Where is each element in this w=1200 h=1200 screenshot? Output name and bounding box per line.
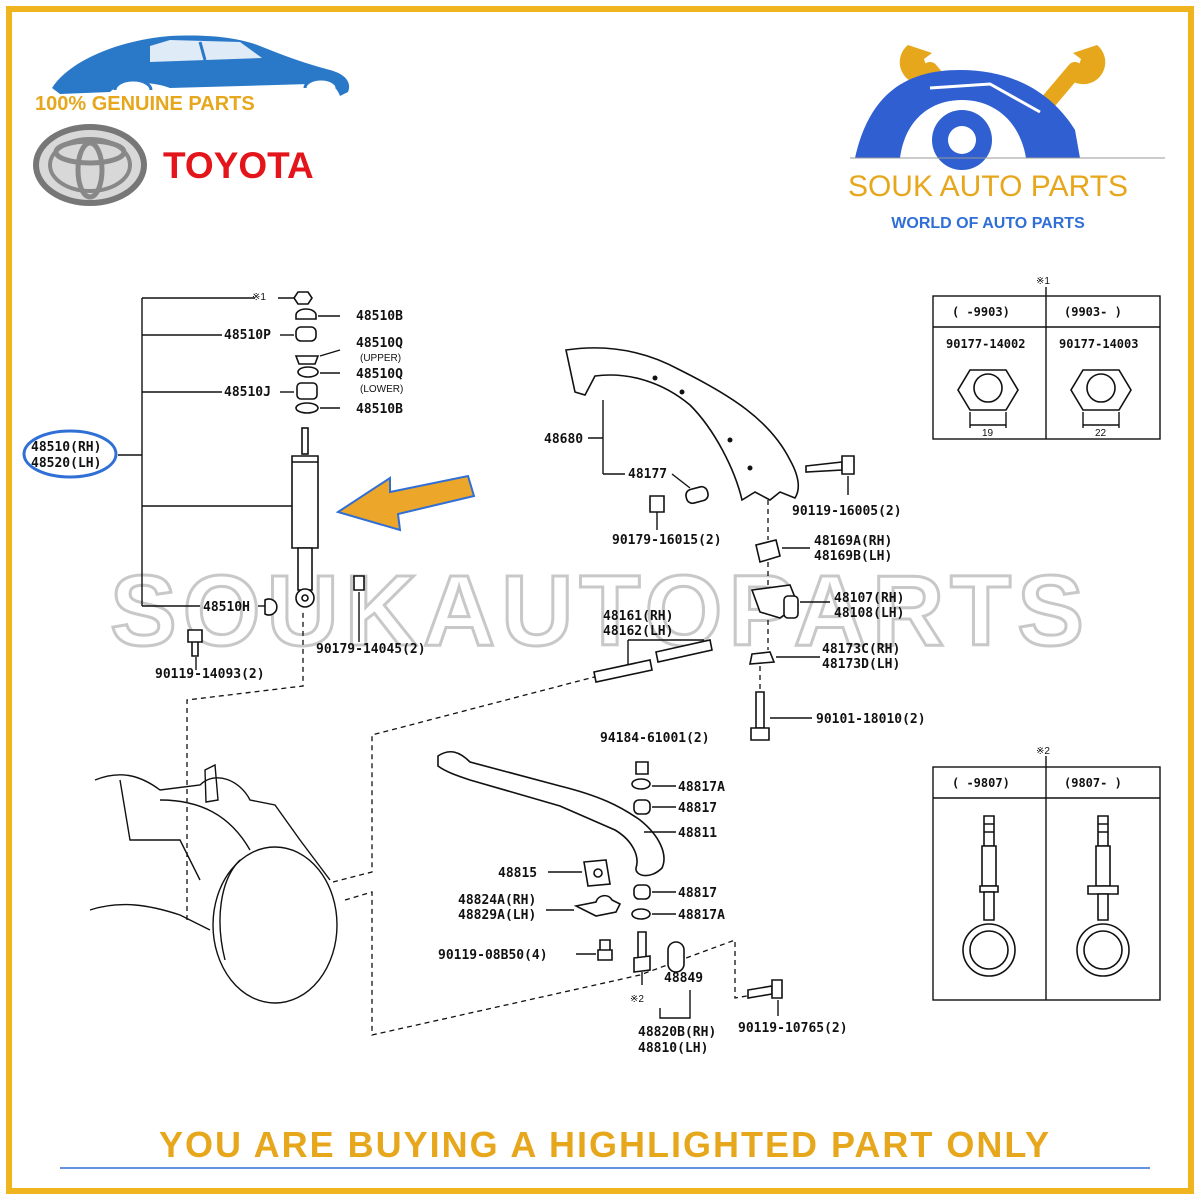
label-90119-08b50: 90119-08B50(4): [438, 948, 548, 963]
highlight-arrow-icon: [335, 474, 476, 532]
stabilizer-assembly: 94184-61001(2) 48817A 48817 48811 48815 …: [437, 731, 848, 1056]
label-48510p: 48510P: [224, 328, 271, 343]
label-48824a: 48824A(RH): [458, 893, 536, 908]
link-variant-table: ※2 ( -9807) (9807- ): [932, 746, 1161, 1001]
table2-col1-head: ( -9807): [952, 776, 1010, 790]
label-48817-top: 48817: [678, 801, 717, 816]
label-48510b-top: 48510B: [356, 309, 403, 324]
genuine-parts-text: 100% GENUINE PARTS: [35, 93, 255, 115]
label-48510q-upper: 48510Q: [356, 336, 403, 351]
label-48815: 48815: [498, 866, 537, 881]
label-90119-14093: 90119-14093(2): [155, 667, 265, 682]
label-48162: 48162(LH): [603, 624, 673, 639]
seller-name: SOUK AUTO PARTS: [848, 170, 1128, 203]
toyota-logo-icon: [33, 124, 147, 206]
car-silhouette-icon: [52, 35, 350, 96]
label-90179-14045: 90179-14045(2): [316, 642, 426, 657]
label-90119-10765: 90119-10765(2): [738, 1021, 848, 1036]
label-48680: 48680: [544, 432, 583, 447]
label-48173c: 48173C(RH): [822, 642, 900, 657]
table1-note: ※1: [1036, 276, 1050, 287]
label-lower: (LOWER): [360, 384, 403, 395]
label-48811: 48811: [678, 826, 717, 841]
table2-col2-head: (9807- ): [1064, 776, 1122, 790]
highlighted-part-rh: 48510(RH): [31, 440, 101, 455]
label-90119-16005: 90119-16005(2): [792, 504, 902, 519]
label-48817-bottom: 48817: [678, 886, 717, 901]
shock-absorber-assembly: 48510(RH) 48520(LH) ※1 48510B 48510P 485…: [22, 291, 426, 682]
nut-variant-table: ※1 ( -9903) (9903- ) 90177-14002 90177-1…: [932, 276, 1161, 440]
table1-col1-head: ( -9903): [952, 305, 1010, 319]
label-48820b: 48820B(RH): [638, 1025, 716, 1040]
label-48810: 48810(LH): [638, 1041, 708, 1056]
label-48169a: 48169A(RH): [814, 534, 892, 549]
footer-notice: YOU ARE BUYING A HIGHLIGHTED PART ONLY: [159, 1124, 1051, 1165]
label-48107: 48107(RH): [834, 591, 904, 606]
wheel-arch-icon: [855, 70, 1080, 170]
crossmember-assembly: 48680 48177 90179-16015(2) 90119-16005(2…: [544, 347, 926, 741]
note-1-mark: ※1: [252, 292, 266, 303]
label-upper: (UPPER): [360, 353, 401, 364]
label-48829a: 48829A(LH): [458, 908, 536, 923]
table1-col2-part: 90177-14003: [1059, 337, 1138, 351]
label-48510b-bottom: 48510B: [356, 402, 403, 417]
label-48173d: 48173D(LH): [822, 657, 900, 672]
label-48177: 48177: [628, 467, 667, 482]
label-48108: 48108(LH): [834, 606, 904, 621]
label-48169b: 48169B(LH): [814, 549, 892, 564]
gold-border: [6, 6, 1194, 1194]
label-90179-16015: 90179-16015(2): [612, 533, 722, 548]
label-90101-18010: 90101-18010(2): [816, 712, 926, 727]
highlighted-part-lh: 48520(LH): [31, 456, 101, 471]
label-48849: 48849: [664, 971, 703, 986]
label-48510j: 48510J: [224, 385, 271, 400]
highlight-ring: [22, 429, 118, 479]
table1-col1-part: 90177-14002: [946, 337, 1025, 351]
table2-note: ※2: [1036, 746, 1050, 757]
label-48817a-top: 48817A: [678, 780, 725, 795]
seller-tagline: WORLD OF AUTO PARTS: [891, 215, 1085, 232]
shock-absorber-highlighted: [291, 427, 319, 608]
toyota-wordmark: TOYOTA: [163, 145, 314, 186]
label-48510q-lower: 48510Q: [356, 367, 403, 382]
table1-col2-head: (9903- ): [1064, 305, 1122, 319]
label-48510h: 48510H: [203, 600, 250, 615]
suspension-sketch: [89, 612, 771, 1036]
label-48817a-bottom: 48817A: [678, 908, 725, 923]
note-2-mark: ※2: [630, 994, 644, 1005]
table1-col1-size: 19: [982, 428, 994, 439]
label-48161: 48161(RH): [603, 609, 673, 624]
table1-col2-size: 22: [1095, 428, 1107, 439]
label-94184-61001: 94184-61001(2): [600, 731, 710, 746]
watermark-text: SOUKAUTOPARTS: [110, 555, 1090, 667]
